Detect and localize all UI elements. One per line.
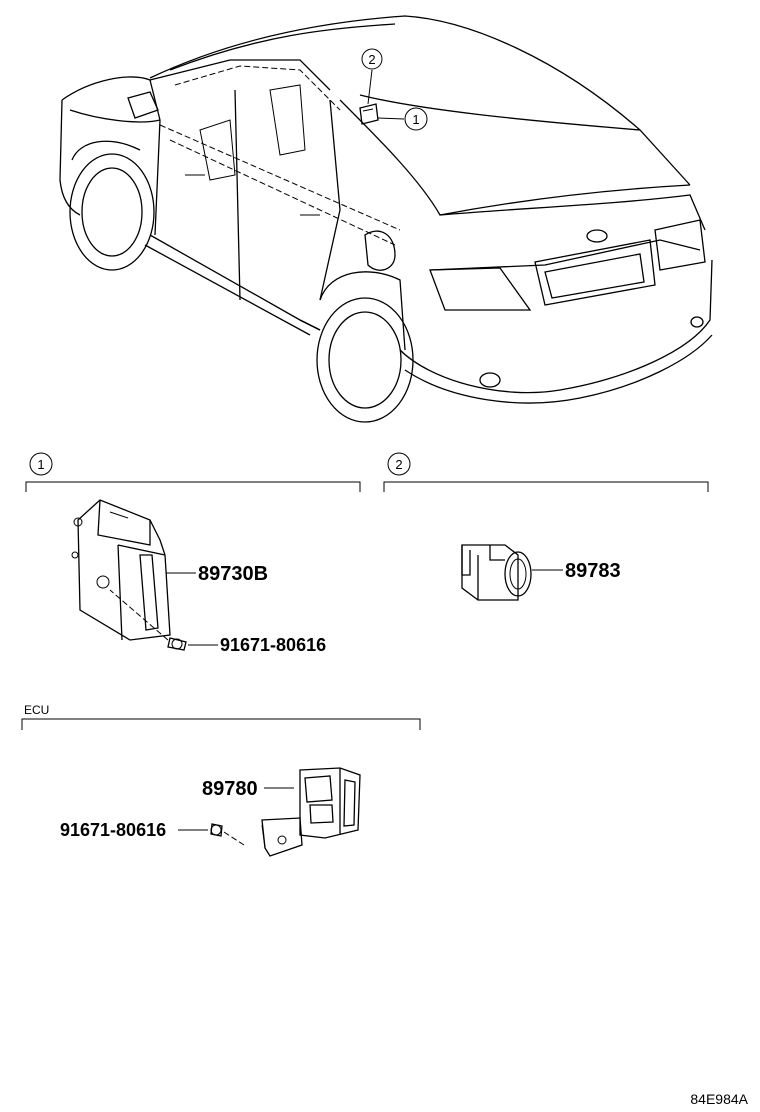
sensor-89783-drawing xyxy=(461,544,532,601)
callout-car-1: 1 xyxy=(404,107,428,131)
section-ecu-bracket xyxy=(21,718,421,730)
callout-car-2: 2 xyxy=(361,48,383,70)
car-illustration xyxy=(59,15,713,423)
section-1: 1 89730B 91671-80616 xyxy=(25,452,361,655)
section-1-bracket xyxy=(25,481,361,492)
section-ecu: ECU 89780 91671-80616 xyxy=(21,703,421,857)
part-number-89780: 89780 xyxy=(202,778,258,800)
part-number-89730b: 89730B xyxy=(198,563,268,585)
part-number-89783: 89783 xyxy=(565,560,621,582)
section-2-callout: 2 xyxy=(387,452,411,476)
svg-text:2: 2 xyxy=(368,52,375,67)
module-89730b-drawing xyxy=(71,499,187,651)
svg-text:1: 1 xyxy=(412,112,419,127)
section-ecu-label: ECU xyxy=(24,703,49,717)
svg-text:1: 1 xyxy=(37,457,44,472)
ecu-89780-drawing xyxy=(210,767,361,857)
figure-code: 84E984A xyxy=(690,1091,748,1107)
section-2: 2 89783 xyxy=(383,452,709,601)
section-1-callout: 1 xyxy=(29,452,53,476)
svg-text:2: 2 xyxy=(395,457,402,472)
section-2-bracket xyxy=(383,481,709,492)
part-number-bolt-a: 91671-80616 xyxy=(220,635,326,655)
part-number-bolt-b: 91671-80616 xyxy=(60,820,166,840)
